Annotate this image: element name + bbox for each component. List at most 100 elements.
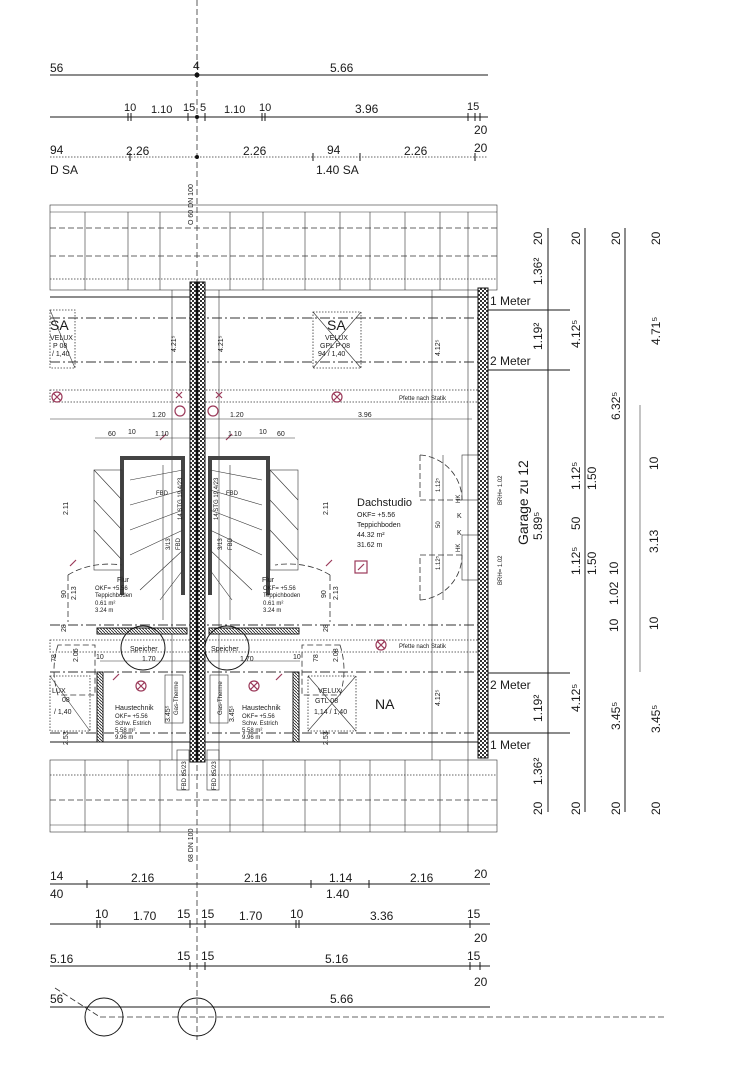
dim-label: 1.12⁵	[435, 477, 442, 492]
dim-label: 1.70	[142, 656, 156, 663]
dim-label: 44.32 m²	[357, 532, 385, 539]
dim-label: 28	[61, 624, 68, 632]
dim-label: 1,14 / 1,40	[314, 709, 347, 716]
dim-label: 14 STG 19,4/23	[214, 477, 220, 520]
height-label: 3.45⁵	[229, 705, 236, 722]
room-haustechnik-left: Haustechnik OKF= +5.56 Schw. Estrich 5.5…	[115, 705, 154, 741]
dim-label: 31.62 m	[357, 542, 382, 549]
skylight-right: SA VELUX GPL P 08 94 / 1,40	[318, 317, 350, 358]
dim-label: 3.24 m	[263, 608, 281, 614]
dim-label: VELUX	[50, 335, 73, 342]
dim-label: 15	[201, 949, 215, 963]
room-speicher: Speicher	[211, 646, 239, 653]
dim-label: 0.61 m²	[263, 601, 283, 607]
skylight-lower-right: VELUX GTL 08 1,14 / 1,40	[314, 688, 347, 716]
dim-label: 3.45⁵	[649, 705, 663, 733]
dim-label: 0.61 m²	[95, 601, 115, 607]
dim-label: Schw. Estrich	[242, 721, 278, 727]
dim-label: 40	[50, 887, 64, 901]
dim-label: BRH= 1.02	[498, 475, 504, 505]
dim-label: FBD	[226, 491, 239, 497]
dim-label: 2.16	[410, 871, 434, 885]
dim-label: 20	[474, 975, 488, 989]
dim-label: GTL 08	[315, 698, 338, 705]
garage-label: Garage zu 12	[515, 460, 531, 545]
socket-icon	[354, 560, 368, 574]
dim-label: 90	[321, 590, 328, 598]
dim-label: K	[457, 530, 462, 537]
dim-label: 1.50	[585, 551, 599, 575]
dim-label: 10	[259, 429, 267, 436]
dim-label: 94	[50, 143, 64, 157]
room-haustechnik-right: Haustechnik OKF= +5.56 Schw. Estrich 5.5…	[242, 705, 281, 741]
dim-label: 20	[649, 801, 663, 815]
grid-axis-marker	[84, 997, 124, 1037]
window-annotations: 1.12⁵ 50 1.12⁵ HK K K HK BRH= 1.02 BRH= …	[435, 455, 504, 600]
ceiling-light-icon	[135, 680, 147, 692]
dim-label: 10	[293, 654, 301, 661]
pfette-label: Pfette nach Statik	[399, 644, 447, 650]
height-label: 4.12⁵	[435, 689, 442, 706]
dim-label: 20	[569, 231, 583, 245]
room-na: NA	[375, 696, 395, 712]
dim-label: 1.19²	[531, 323, 545, 350]
dim-label: 2.06	[73, 648, 80, 662]
dim-label: P 08	[53, 343, 67, 350]
dim-label: 2.53	[323, 731, 330, 745]
dim-label: 1.20	[152, 412, 166, 419]
dimension-bottom: 14 40 2.16 2.16 1.14 1.40 2.16 20 10 1.7…	[50, 867, 665, 1037]
dim-label: 1.36²	[531, 758, 545, 785]
dim-label: 1.12⁵	[569, 462, 583, 490]
room-flur-right: Flur OKF= +5.56 Teppichboden 0.61 m² 3.2…	[262, 577, 300, 614]
dim-label: Flur	[262, 577, 275, 584]
dim-label: 4.71⁵	[649, 317, 663, 345]
dim-label: FBD 85/23	[182, 761, 188, 790]
dim-label: 10	[607, 561, 621, 575]
meter-line-label: 2 Meter	[490, 354, 531, 368]
dim-label: 1.19²	[531, 695, 545, 722]
stair-labels: 14 STG 19,4/23 FBD 3/13 FBD 14 STG 19,4/…	[156, 477, 239, 790]
dim-label: 15	[183, 102, 195, 114]
dim-label: 20	[474, 931, 488, 945]
ceiling-light-icon	[51, 391, 63, 403]
dim-label: 1.50	[585, 466, 599, 490]
dim-label: Dachstudio	[357, 497, 412, 509]
height-label: 4.12⁵	[435, 339, 442, 356]
dim-label: 20	[474, 141, 488, 155]
dim-label: LUX	[52, 688, 66, 695]
dim-label: OKF= +5.56	[242, 714, 275, 720]
dim-label: 3.96	[355, 102, 379, 116]
dim-label: 50	[436, 521, 442, 528]
dim-label: 2.11	[323, 502, 330, 515]
dim-label: 2.13	[333, 586, 340, 600]
dim-label: 10	[647, 456, 661, 470]
dimension-right: 1 Meter 2 Meter 2 Meter 1 Meter 20 1.36²…	[488, 228, 663, 815]
building-outline	[49, 204, 498, 833]
dim-label: 20	[531, 231, 545, 245]
dim-label: 10	[124, 102, 136, 114]
dim-label: BRH= 1.02	[498, 555, 504, 585]
dim-label: SA	[50, 317, 69, 333]
dim-label: 20	[569, 801, 583, 815]
dim-label: 78	[51, 654, 58, 662]
dim-label: 20	[609, 801, 623, 815]
switch-icon	[69, 391, 333, 681]
dim-label: 90	[61, 590, 68, 598]
dim-label: Haustechnik	[115, 705, 154, 712]
meter-line-label: 2 Meter	[490, 678, 531, 692]
dim-label: 1.70	[133, 909, 157, 923]
dim-label: 10	[607, 618, 621, 632]
pfette-label: Pfette nach Statik	[399, 396, 447, 402]
room-speicher: Speicher	[130, 646, 158, 653]
dim-label: 4	[193, 59, 200, 73]
dim-label: 6.32⁵	[609, 392, 623, 420]
dim-label: 1.20	[230, 412, 244, 419]
dim-label: 2.53	[63, 731, 70, 745]
dim-label: 2.26	[404, 144, 428, 158]
meter-line-label: 1 Meter	[490, 738, 531, 752]
dim-label: 1.10	[151, 104, 172, 116]
dim-label: 10	[290, 907, 304, 921]
dim-label: 10	[95, 907, 109, 921]
dim-label: 5.66	[330, 61, 354, 75]
grid-axis-marker	[177, 997, 217, 1037]
